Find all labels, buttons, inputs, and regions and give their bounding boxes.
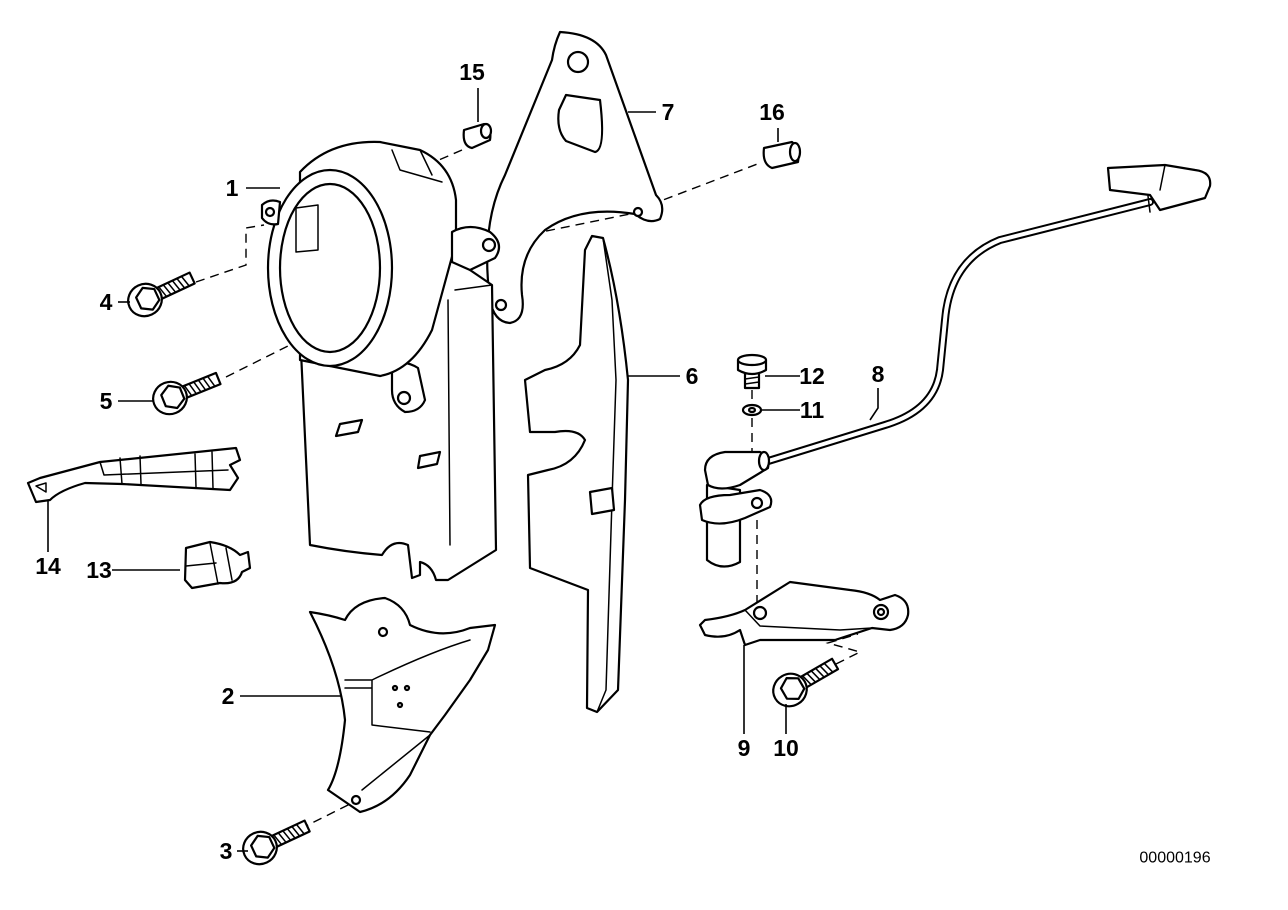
callout-7: 7 xyxy=(662,99,675,125)
part-2-cover xyxy=(308,596,497,814)
callout-9: 9 xyxy=(738,735,751,761)
callout-6: 6 xyxy=(686,363,699,389)
callout-13: 13 xyxy=(86,557,112,583)
part-12-screw xyxy=(736,353,768,390)
part-6-plate xyxy=(523,234,630,714)
callout-15: 15 xyxy=(459,59,485,85)
callout-16: 16 xyxy=(759,99,785,125)
leader-lines xyxy=(47,88,879,852)
callout-10: 10 xyxy=(773,735,799,761)
part-5-bolt xyxy=(147,362,226,421)
drawing-number: 00000196 xyxy=(1139,850,1210,867)
part-11-washer xyxy=(741,403,763,417)
part-8-sensor xyxy=(698,163,1212,568)
part-3-bolt xyxy=(236,810,315,871)
part-15-sleeve xyxy=(462,122,493,150)
part-7-bracket xyxy=(486,30,664,325)
callout-8: 8 xyxy=(872,361,885,387)
part-9-bracket xyxy=(698,580,910,647)
part-16-sleeve xyxy=(762,140,802,170)
callout-11: 11 xyxy=(800,397,825,423)
callout-14: 14 xyxy=(35,553,61,579)
callout-12: 12 xyxy=(799,363,825,389)
part-14-strip xyxy=(26,446,242,504)
callout-2: 2 xyxy=(222,683,235,709)
callout-3: 3 xyxy=(220,838,233,864)
part-4-bolt xyxy=(121,262,200,323)
callout-4: 4 xyxy=(100,289,113,315)
callout-1: 1 xyxy=(226,175,239,201)
callout-5: 5 xyxy=(100,388,113,414)
part-13-clip xyxy=(183,540,252,590)
part-1-housing xyxy=(260,140,501,582)
part-10-bolt xyxy=(766,649,845,714)
